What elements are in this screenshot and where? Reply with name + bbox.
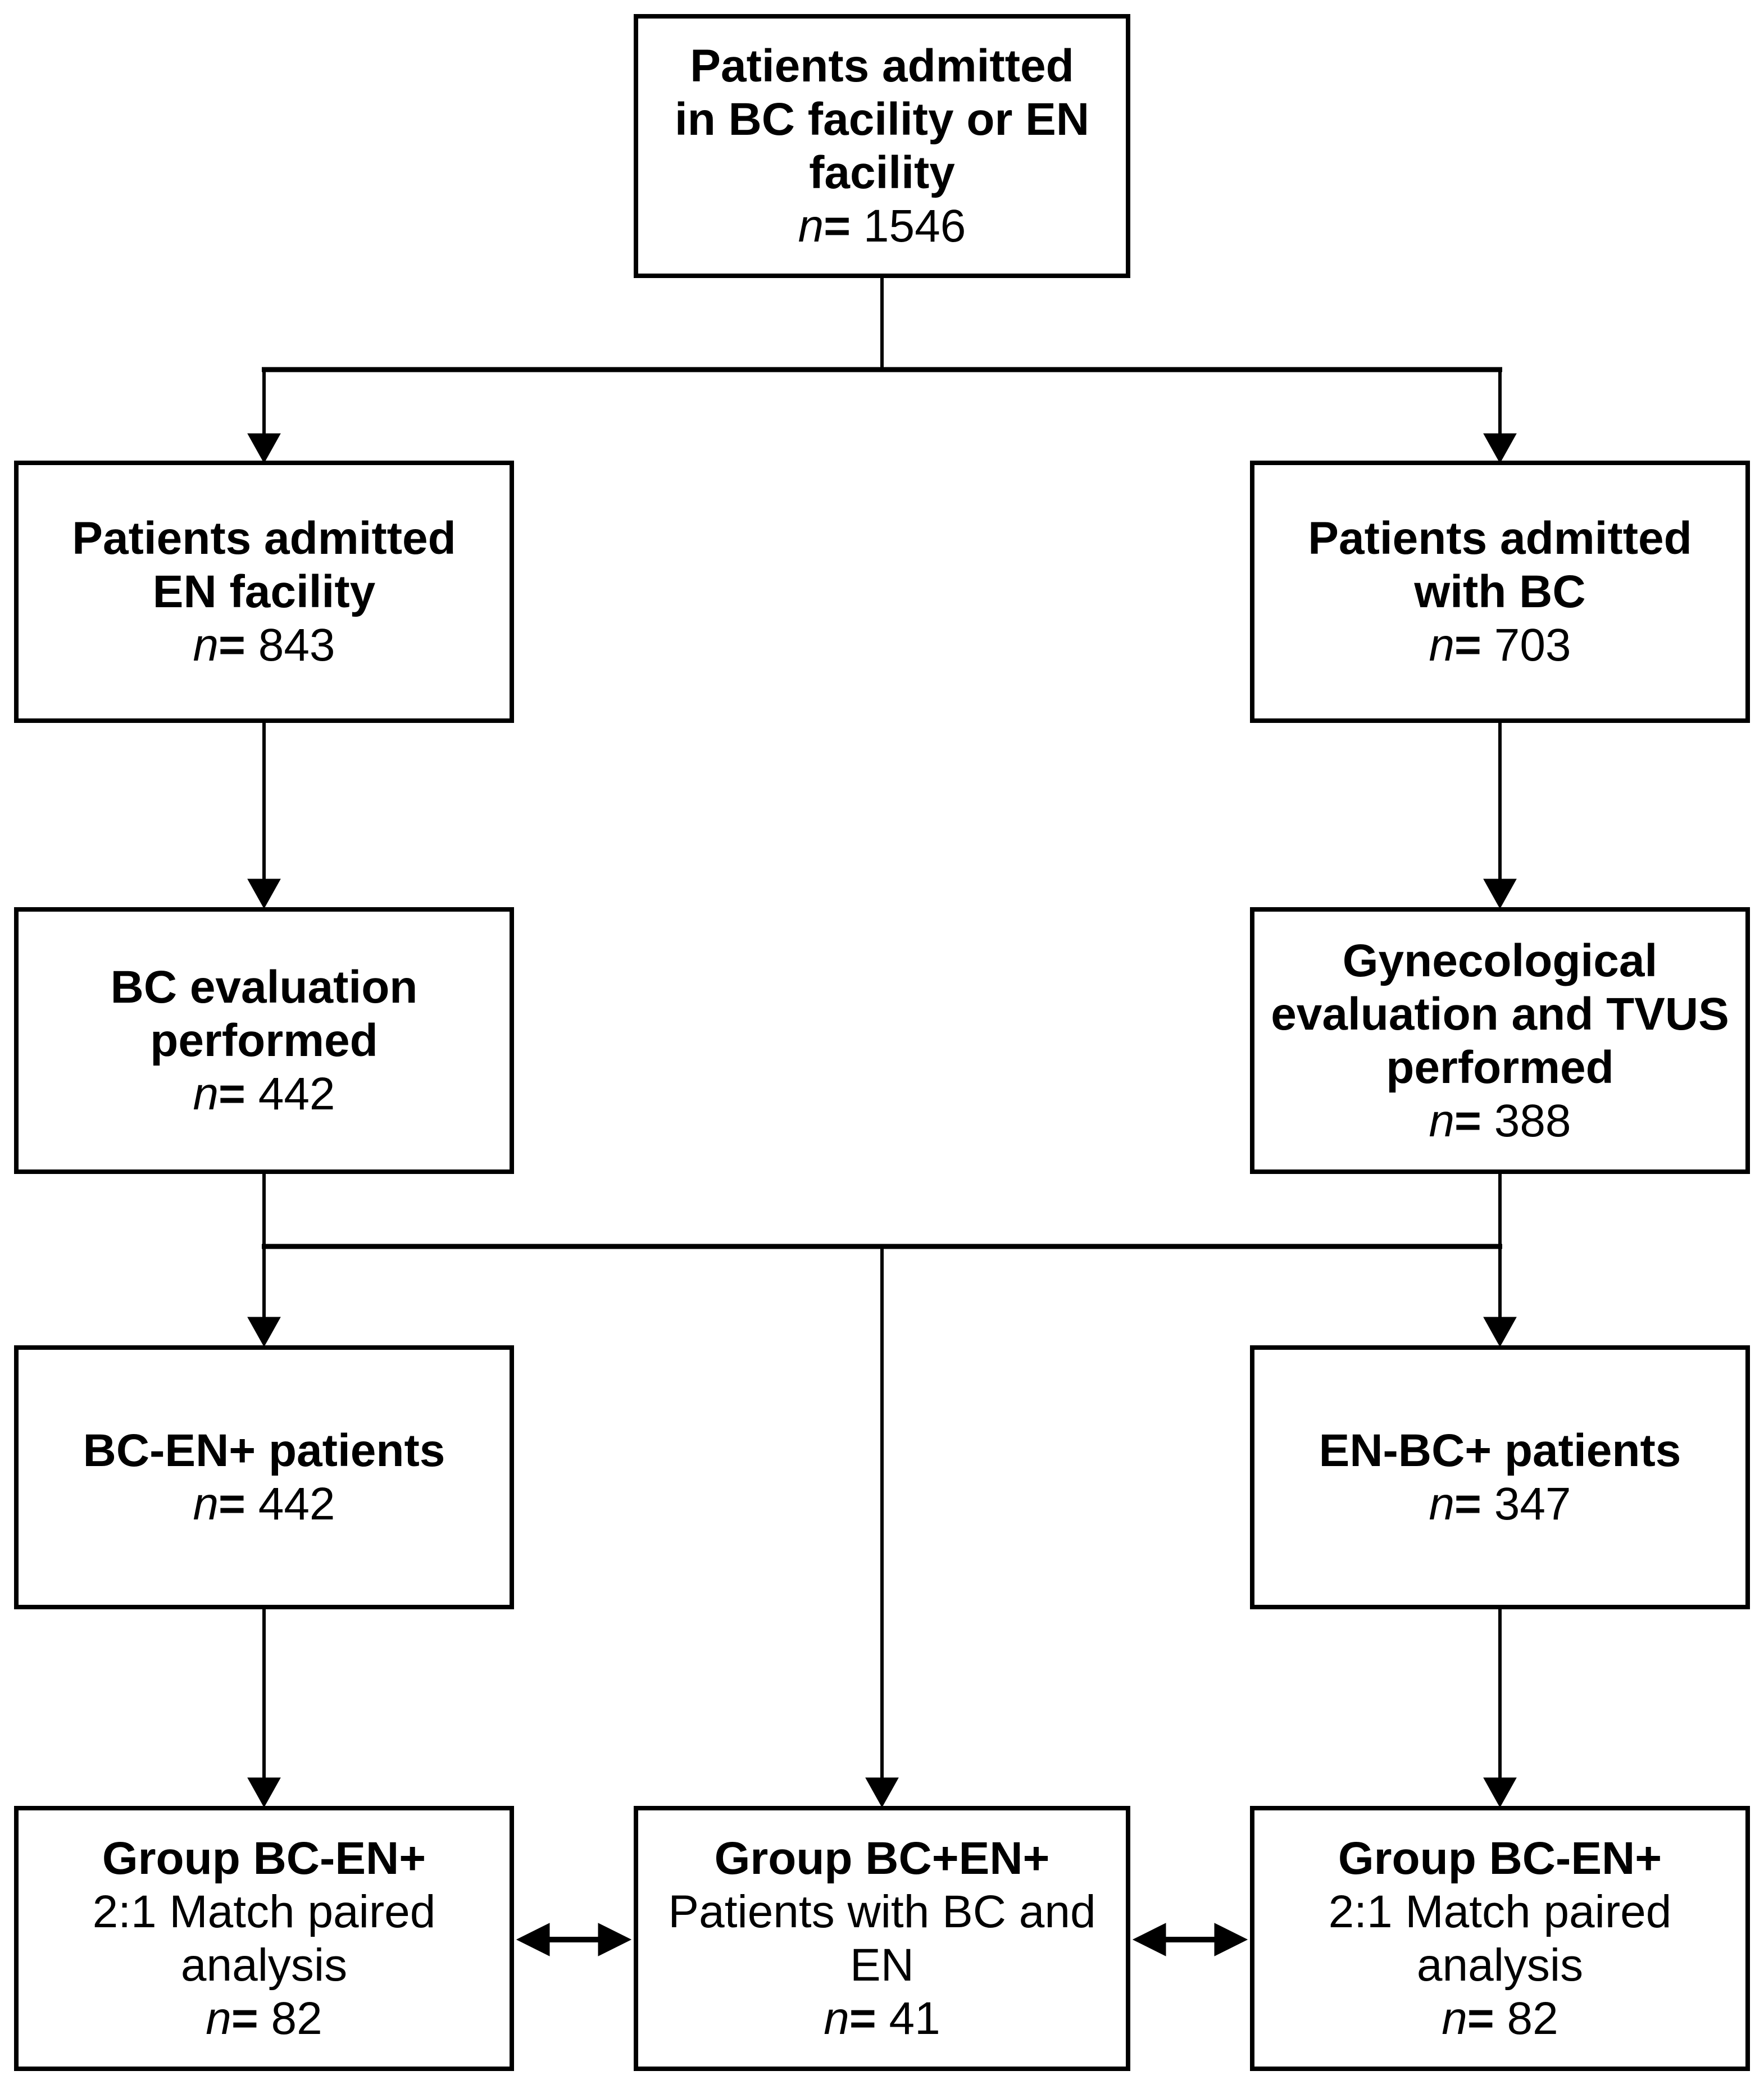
n-symbol: n	[193, 1068, 219, 1119]
node-title-line: performed	[150, 1015, 378, 1066]
equals-sign: =	[849, 1993, 876, 2044]
arrowhead-to-bc-evaluation	[247, 879, 281, 909]
node-en-bc-plus-patients: EN-BC+ patients n= 347	[1250, 1345, 1750, 1609]
arrowhead-to-group-left	[247, 1777, 281, 1808]
double-arrow-right-west-head	[1132, 1923, 1166, 1956]
equals-sign: =	[231, 1993, 258, 2044]
node-n-line: n= 1546	[638, 199, 1126, 253]
node-n-line: n= 82	[19, 1992, 510, 2045]
equals-sign: =	[824, 201, 851, 252]
node-title-line: Group BC+EN+	[714, 1833, 1050, 1884]
node-title-line: Patients admitted	[1308, 513, 1692, 564]
equals-sign: =	[219, 620, 245, 671]
node-group-bc-en-plus-left: Group BC-EN+ 2:1 Match paired analysis n…	[14, 1806, 514, 2071]
n-count: 347	[1481, 1478, 1571, 1530]
n-symbol: n	[206, 1993, 231, 2044]
n-count: 1546	[851, 201, 966, 252]
node-title-line: Gynecological	[1342, 935, 1658, 986]
equals-sign: =	[1467, 1993, 1494, 2044]
n-count: 843	[245, 620, 335, 671]
node-patients-admitted-total: Patients admitted in BC facility or EN f…	[634, 14, 1130, 278]
n-count: 703	[1481, 620, 1571, 671]
equals-sign: =	[1454, 1478, 1481, 1530]
node-subtitle-line: 2:1 Match paired	[92, 1886, 436, 1937]
n-count: 442	[245, 1068, 335, 1119]
node-n-line: n= 41	[638, 1992, 1126, 2045]
node-n-line: n= 82	[1254, 1992, 1745, 2045]
n-symbol: n	[1429, 620, 1455, 671]
node-subtitle-line: 2:1 Match paired	[1328, 1886, 1672, 1937]
n-count: 82	[258, 1993, 322, 2044]
arrowhead-to-group-center	[865, 1777, 899, 1808]
n-symbol: n	[1442, 1993, 1467, 2044]
node-subtitle-line: Patients with BC and	[668, 1886, 1096, 1937]
equals-sign: =	[1454, 620, 1481, 671]
node-title-line: EN facility	[152, 566, 376, 617]
equals-sign: =	[1454, 1095, 1481, 1146]
equals-sign: =	[219, 1478, 245, 1530]
n-symbol: n	[1429, 1478, 1455, 1530]
n-count: 388	[1481, 1095, 1571, 1146]
n-symbol: n	[193, 620, 219, 671]
node-title-line: EN-BC+ patients	[1319, 1425, 1681, 1476]
node-group-bc-en-plus-right: Group BC-EN+ 2:1 Match paired analysis n…	[1250, 1806, 1750, 2071]
node-patients-admitted-with-bc: Patients admitted with BC n= 703	[1250, 461, 1750, 723]
node-title-line: evaluation and TVUS	[1271, 988, 1729, 1040]
arrowhead-to-en-facility	[247, 433, 281, 464]
n-count: 41	[876, 1993, 940, 2044]
node-title-line: performed	[1386, 1041, 1614, 1093]
n-symbol: n	[824, 1993, 849, 2044]
node-title-line: in BC facility or EN	[674, 94, 1090, 145]
node-gynecological-evaluation-tvus: Gynecological evaluation and TVUS perfor…	[1250, 907, 1750, 1174]
arrowhead-to-gyn-evaluation	[1483, 879, 1517, 909]
node-title-line: facility	[809, 147, 955, 198]
node-n-line: n= 442	[19, 1067, 510, 1121]
n-symbol: n	[1429, 1095, 1455, 1146]
node-subtitle-line: analysis	[180, 1940, 348, 1991]
node-n-line: n= 442	[19, 1477, 510, 1531]
node-n-line: n= 703	[1254, 618, 1745, 672]
node-n-line: n= 347	[1254, 1477, 1745, 1531]
arrowhead-to-with-bc	[1483, 433, 1517, 464]
node-bc-en-plus-patients: BC-EN+ patients n= 442	[14, 1345, 514, 1609]
node-title-line: BC evaluation	[110, 962, 418, 1013]
node-title-line: Group BC-EN+	[102, 1833, 426, 1884]
node-title-line: Group BC-EN+	[1338, 1833, 1662, 1884]
node-subtitle-line: EN	[850, 1940, 914, 1991]
arrowhead-to-group-right	[1483, 1777, 1517, 1808]
arrowhead-to-bc-en-patients	[247, 1317, 281, 1348]
node-title-line: Patients admitted	[690, 40, 1074, 92]
n-count: 442	[245, 1478, 335, 1530]
node-group-bc-plus-en-plus-center: Group BC+EN+ Patients with BC and EN n= …	[634, 1806, 1130, 2071]
node-title-line: Patients admitted	[72, 513, 456, 564]
arrowhead-to-en-bc-patients	[1483, 1317, 1517, 1348]
node-n-line: n= 388	[1254, 1094, 1745, 1148]
node-title-line: BC-EN+ patients	[83, 1425, 445, 1476]
node-title-line: with BC	[1414, 566, 1586, 617]
n-symbol: n	[798, 201, 824, 252]
node-patients-admitted-en-facility: Patients admitted EN facility n= 843	[14, 461, 514, 723]
double-arrow-left-west-head	[516, 1923, 550, 1956]
node-subtitle-line: analysis	[1416, 1940, 1584, 1991]
double-arrow-right-east-head	[1214, 1923, 1248, 1956]
double-arrow-left-east-head	[598, 1923, 632, 1956]
n-count: 82	[1494, 1993, 1558, 2044]
n-symbol: n	[193, 1478, 219, 1530]
node-n-line: n= 843	[19, 618, 510, 672]
equals-sign: =	[219, 1068, 245, 1119]
node-bc-evaluation-performed: BC evaluation performed n= 442	[14, 907, 514, 1174]
